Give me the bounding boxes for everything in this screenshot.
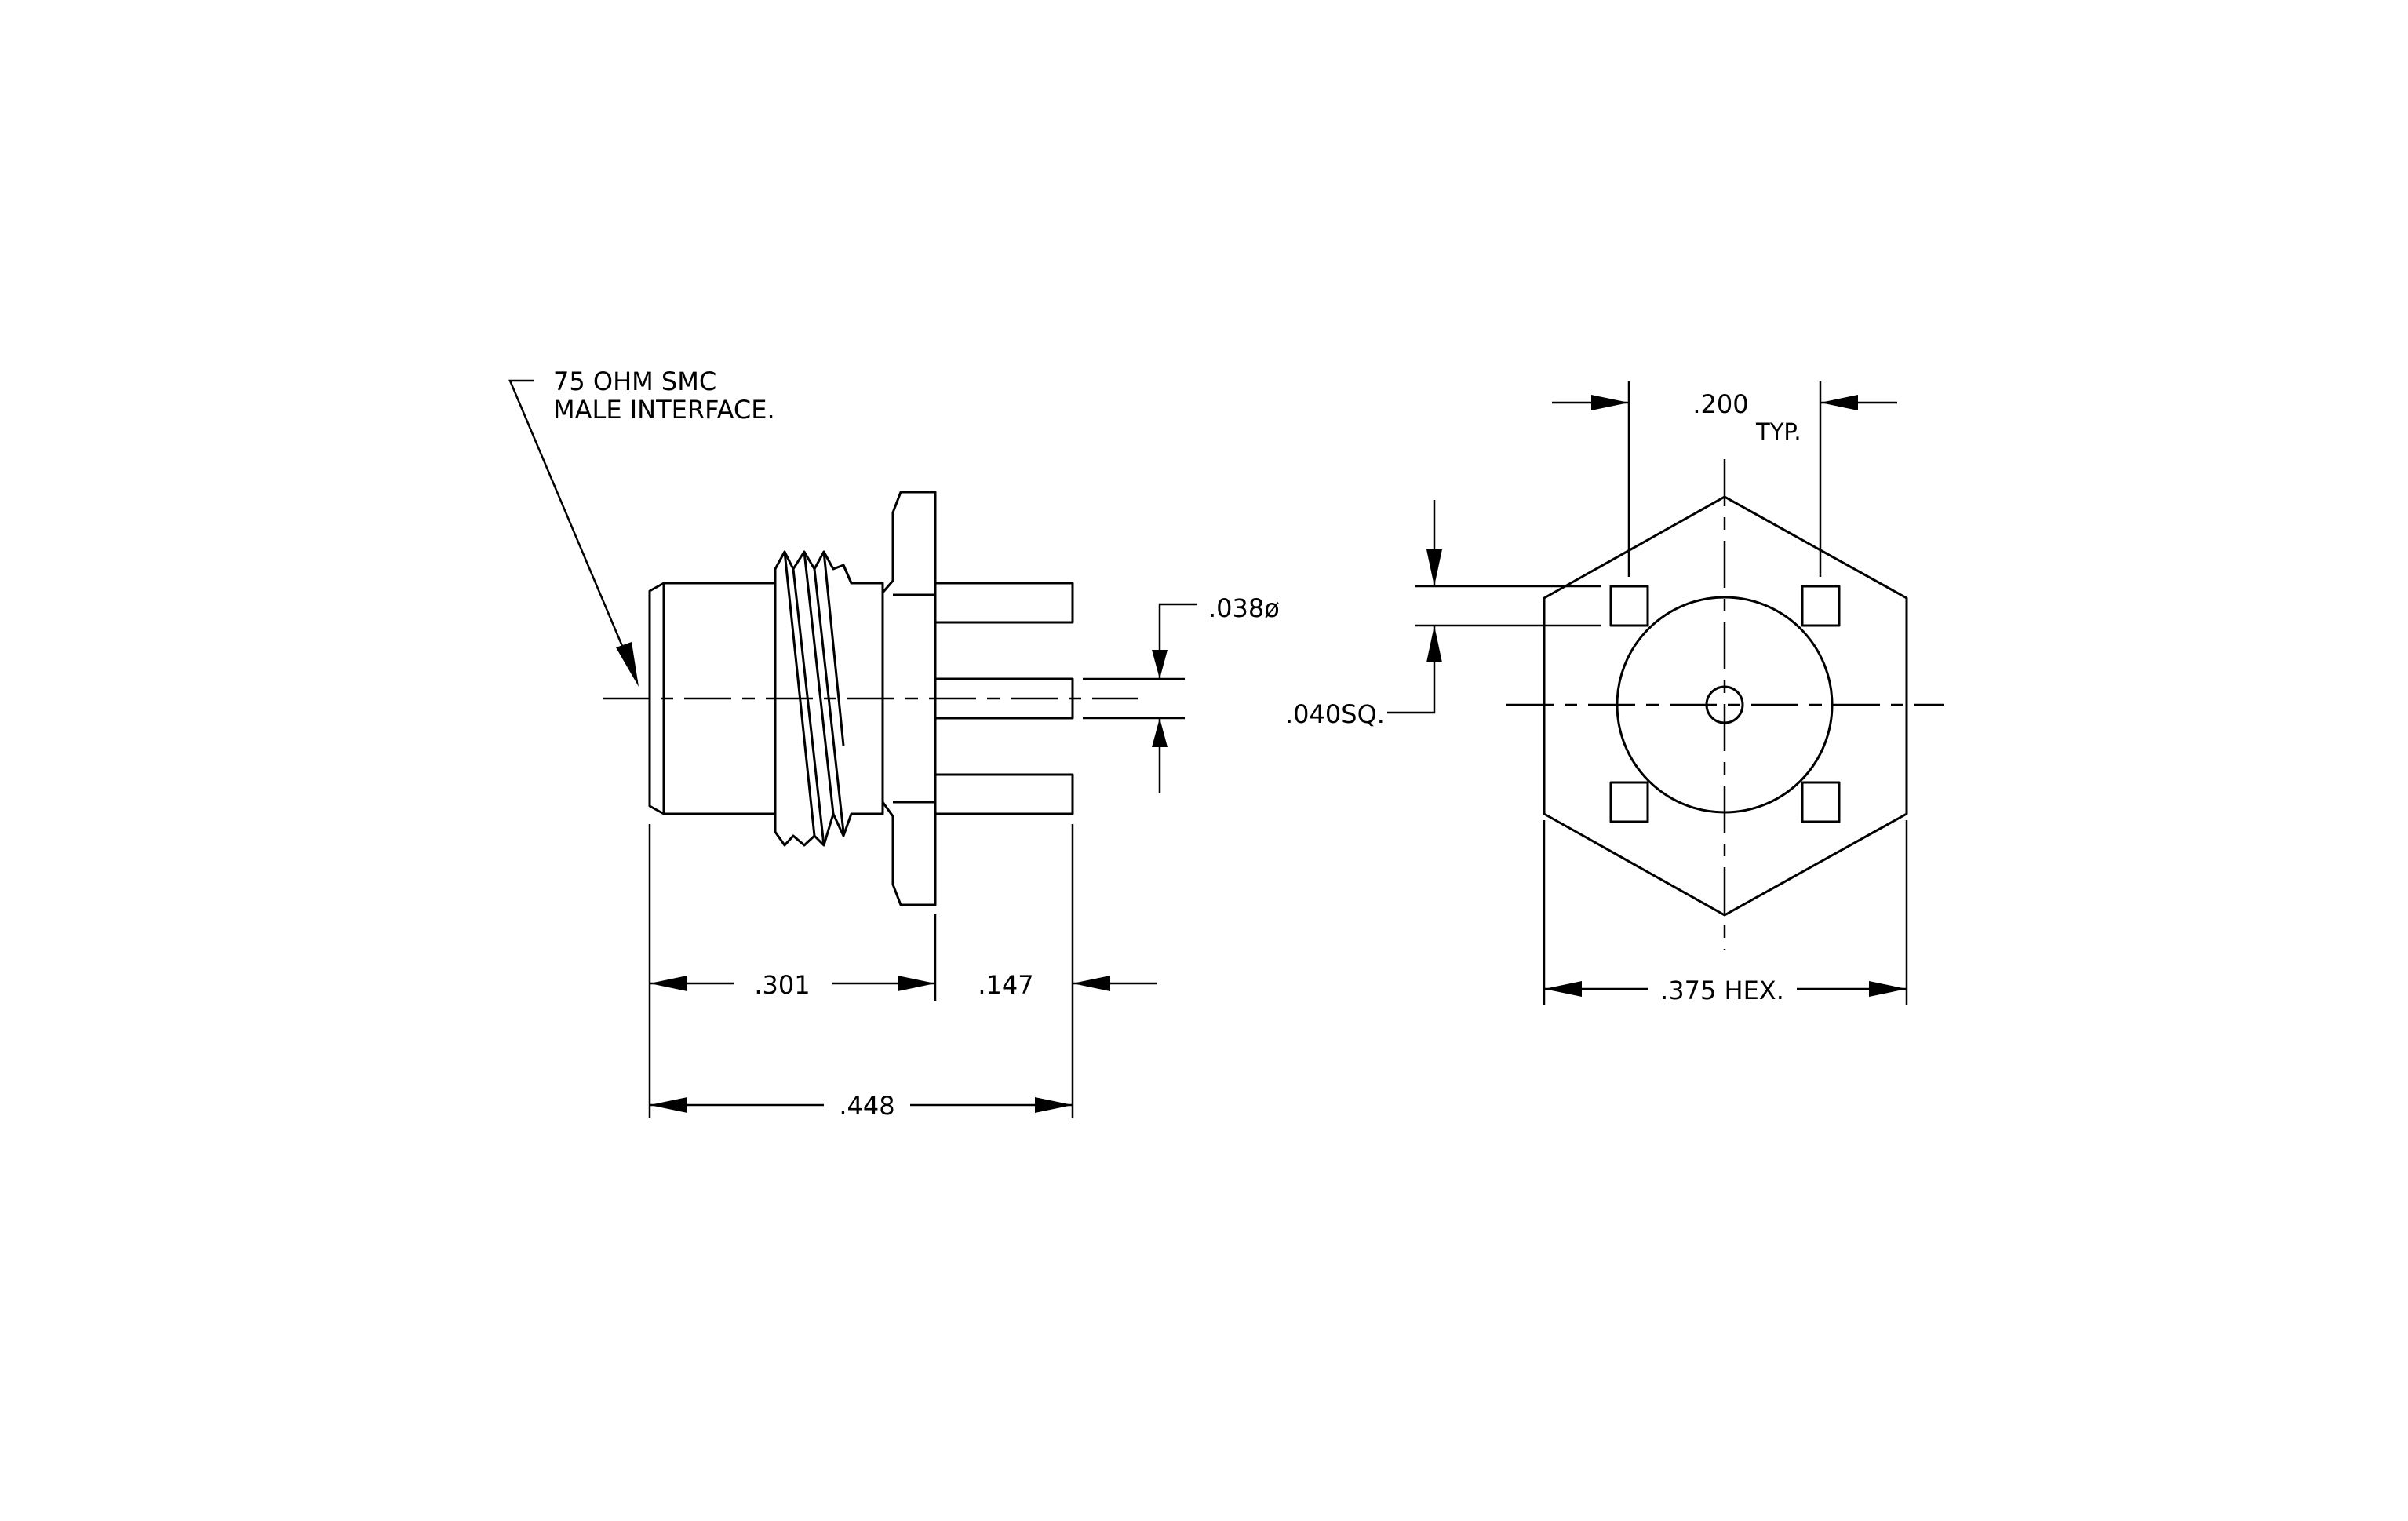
body-length-label: .301 — [754, 970, 810, 1000]
side-view: 75 OHM SMC MALE INTERFACE. .038ø .301 .1… — [508, 367, 1280, 1121]
pin-spacing-label: .200 — [1692, 389, 1748, 419]
pin-square-top-left — [1609, 585, 1649, 627]
dim-301-arrow-right — [898, 976, 935, 991]
dim-301-arrow-left — [650, 976, 687, 991]
interface-leader-arrowhead — [616, 642, 639, 687]
pin-spacing-typ-label: TYP. — [1755, 418, 1801, 445]
hex-flange — [881, 491, 937, 906]
overall-length-label: .448 — [839, 1091, 894, 1121]
pin-diameter-label: .038ø — [1208, 593, 1280, 623]
pin-dia-leader — [1158, 603, 1197, 679]
dim-448-arrow-left — [650, 1097, 687, 1113]
pin-dia-arrow-bottom — [1152, 718, 1168, 747]
pin-square-top-right — [1801, 585, 1841, 627]
pin-top — [934, 582, 1074, 624]
end-view: .200 TYP. .040SQ. .375 HEX. — [1285, 381, 1944, 1005]
dim-448-arrow-right — [1035, 1097, 1073, 1113]
pin-square-arrow-top — [1426, 549, 1442, 586]
pin-square-label: .040SQ. — [1285, 699, 1385, 729]
interface-note-line1: 75 OHM SMC — [553, 367, 716, 396]
pin-spacing-arrow-left — [1591, 395, 1629, 410]
pin-square-bottom-left — [1609, 781, 1649, 823]
hex-outline — [1543, 495, 1908, 917]
pin-square-arrow-bottom — [1426, 626, 1442, 662]
pin-spacing-arrow-right — [1820, 395, 1858, 410]
pin-square-bottom-right — [1801, 781, 1841, 823]
pin-length-label: .147 — [978, 970, 1033, 1000]
thread-helix — [783, 551, 853, 846]
hex-dim-arrow-left — [1544, 981, 1582, 997]
pin-dia-arrow-top — [1152, 650, 1168, 679]
dim-147-arrow — [1073, 976, 1110, 991]
interface-leader — [508, 379, 639, 682]
interface-note-line2: MALE INTERFACE. — [553, 395, 775, 425]
pin-bottom — [934, 773, 1074, 815]
hex-dim-arrow-right — [1869, 981, 1907, 997]
hex-size-label: .375 HEX. — [1660, 976, 1784, 1005]
pin-square-leader — [1387, 626, 1436, 714]
